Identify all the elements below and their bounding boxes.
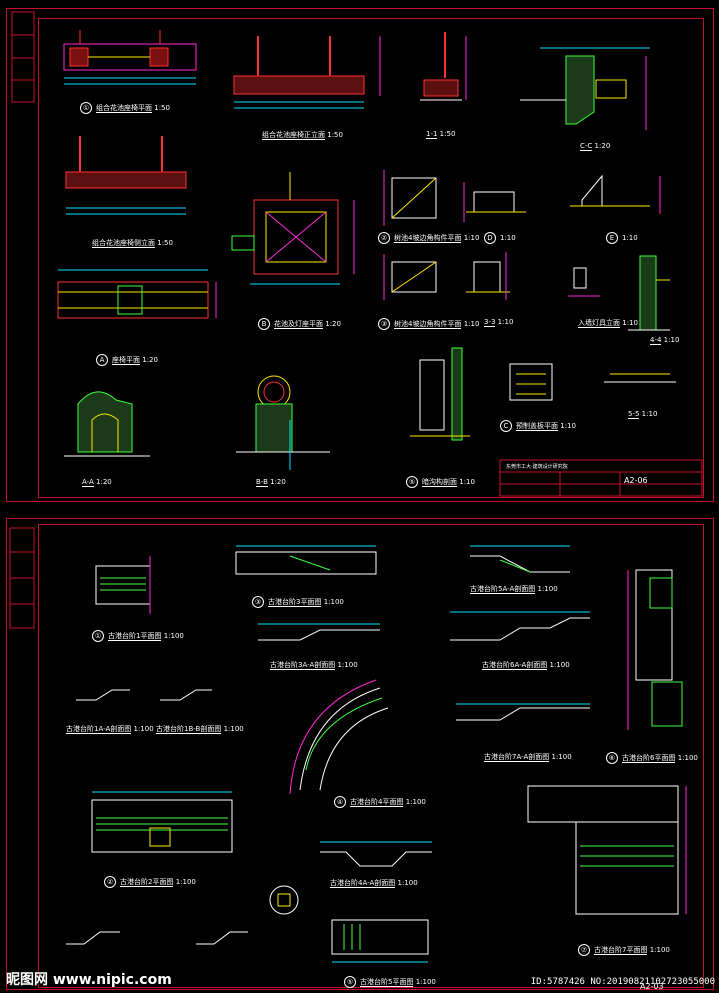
detail-d13-drawing <box>568 267 600 297</box>
detail-d9-drawing <box>57 269 217 319</box>
titleblock-company: 东莞市工大·建筑设计研究院 <box>506 464 568 470</box>
detail-e5-caption: 古港台阶6A-A剖面图 1:100 <box>482 661 570 670</box>
detail-e9-drawing <box>627 569 683 730</box>
watermark-id: ID:5787426 NO:20190821102723055000 <box>530 977 715 987</box>
detail-extra-sections <box>66 931 248 945</box>
detail-d8-drawing <box>570 174 661 214</box>
detail-d12-caption: 3-3 1:10 <box>484 318 514 327</box>
detail-d1-drawing <box>63 30 197 85</box>
detail-e11-drawing <box>91 791 233 853</box>
detail-d5-caption: 组合花池座椅侧立面 1:50 <box>92 239 173 248</box>
sheet-2-frame <box>6 518 714 990</box>
detail-e6-caption: 古港台阶1A-A剖面图 1:100 <box>66 725 154 734</box>
detail-d10-drawing <box>231 172 355 285</box>
detail-d7-drawing <box>463 182 526 222</box>
detail-d14-drawing <box>628 255 670 331</box>
detail-e8-caption: 古港台阶7A-A剖面图 1:100 <box>484 753 572 762</box>
detail-e14-drawing <box>269 885 429 963</box>
detail-e8-drawing <box>456 703 590 721</box>
sheet-1-number: A2-06 <box>624 476 648 485</box>
detail-e13-drawing <box>527 785 687 915</box>
detail-d3-drawing <box>420 32 467 101</box>
detail-d11-drawing <box>383 254 437 300</box>
detail-e1-drawing <box>95 556 151 614</box>
detail-e4-caption: 古港台阶3A-A剖面图 1:100 <box>270 661 358 670</box>
detail-d4-caption: C-C 1:20 <box>580 142 611 151</box>
detail-d17-drawing <box>410 347 470 441</box>
detail-e7-caption: 古港台阶1B-B剖面图 1:100 <box>156 725 244 734</box>
sheet-1-frame <box>6 8 714 502</box>
watermark-site: 昵图网 www.nipic.com <box>6 972 172 988</box>
detail-d16-drawing <box>236 375 330 470</box>
detail-d2-caption: 组合花池座椅正立面 1:50 <box>262 131 343 140</box>
sheet-2-border <box>38 524 704 988</box>
sheet-2-number: A2-03 <box>640 982 664 991</box>
detail-e12-drawing <box>320 841 432 867</box>
detail-d4-drawing <box>520 47 650 130</box>
detail-e12-caption: 古港台阶4A-A剖面图 1:100 <box>330 879 418 888</box>
detail-e6-drawing <box>76 689 130 701</box>
detail-d6-drawing <box>383 170 437 226</box>
detail-d15-caption: A-A 1:20 <box>82 478 112 487</box>
detail-d2-drawing <box>233 36 381 109</box>
detail-d19-drawing <box>604 373 676 383</box>
detail-d3-caption: 1-1 1:50 <box>426 130 456 139</box>
detail-e3-caption: 古港台阶5A-A剖面图 1:100 <box>470 585 558 594</box>
detail-d16-caption: B-B 1:20 <box>256 478 286 487</box>
detail-d18-drawing <box>509 363 553 401</box>
detail-d19-caption: 5-5 1:10 <box>628 410 658 419</box>
detail-e2-drawing <box>235 545 377 575</box>
sheet-1-border <box>38 18 704 498</box>
detail-e7-drawing <box>160 689 212 701</box>
detail-e3-drawing <box>470 545 570 573</box>
detail-e4-drawing <box>258 623 380 641</box>
detail-d15-drawing <box>64 391 150 457</box>
detail-d13-caption: 入墙灯具立面 1:10 <box>578 319 638 328</box>
detail-d5-drawing <box>65 136 187 215</box>
detail-e10-drawing <box>289 679 389 795</box>
detail-d14-caption: 4-4 1:10 <box>650 336 680 345</box>
detail-d12-drawing <box>466 252 510 300</box>
detail-e5-drawing <box>450 611 590 641</box>
